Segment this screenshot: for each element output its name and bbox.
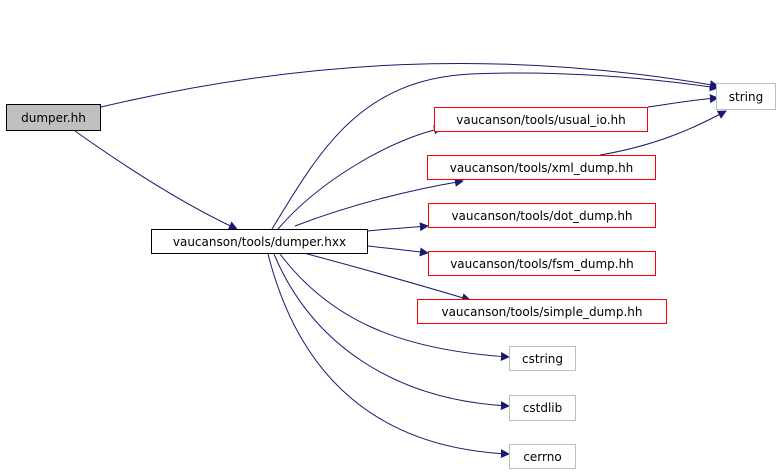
node-dumper-hxx[interactable]: vaucanson/tools/dumper.hxx <box>151 229 368 254</box>
edge-dumper-hxx-to-simple-dump <box>299 251 471 302</box>
edge-dumper-hxx-to-fsm-dump <box>367 245 429 257</box>
edge-dumper-hxx-to-string <box>271 72 719 230</box>
node-cstring[interactable]: cstring <box>509 346 576 371</box>
edge-dumper-hh-to-string <box>100 62 719 108</box>
edge-usual-io-to-string <box>647 94 719 108</box>
edge-dumper-hxx-to-xml-dump <box>294 177 464 227</box>
node-usual-io[interactable]: vaucanson/tools/usual_io.hh <box>434 107 648 132</box>
edge-dumper-hh-to-dumper-hxx <box>74 130 238 230</box>
node-cstdlib[interactable]: cstdlib <box>509 395 576 421</box>
edge-dumper-hxx-to-dot-dump <box>367 222 429 232</box>
edge-dumper-hxx-to-cerrno <box>267 253 510 459</box>
node-cerrno[interactable]: cerrno <box>509 444 576 469</box>
node-fsm-dump[interactable]: vaucanson/tools/fsm_dump.hh <box>428 251 656 276</box>
node-simple-dump[interactable]: vaucanson/tools/simple_dump.hh <box>417 299 667 324</box>
edge-xml-dump-to-string <box>599 110 727 156</box>
node-xml-dump[interactable]: vaucanson/tools/xml_dump.hh <box>427 155 656 180</box>
edge-dumper-hxx-to-cstdlib <box>273 253 510 411</box>
edge-dumper-hxx-to-usual-io <box>277 125 443 230</box>
node-string[interactable]: string <box>716 83 776 110</box>
node-dumper-hh[interactable]: dumper.hh <box>6 104 101 131</box>
edge-dumper-hxx-to-cstring <box>279 253 510 361</box>
node-dot-dump[interactable]: vaucanson/tools/dot_dump.hh <box>428 203 656 228</box>
